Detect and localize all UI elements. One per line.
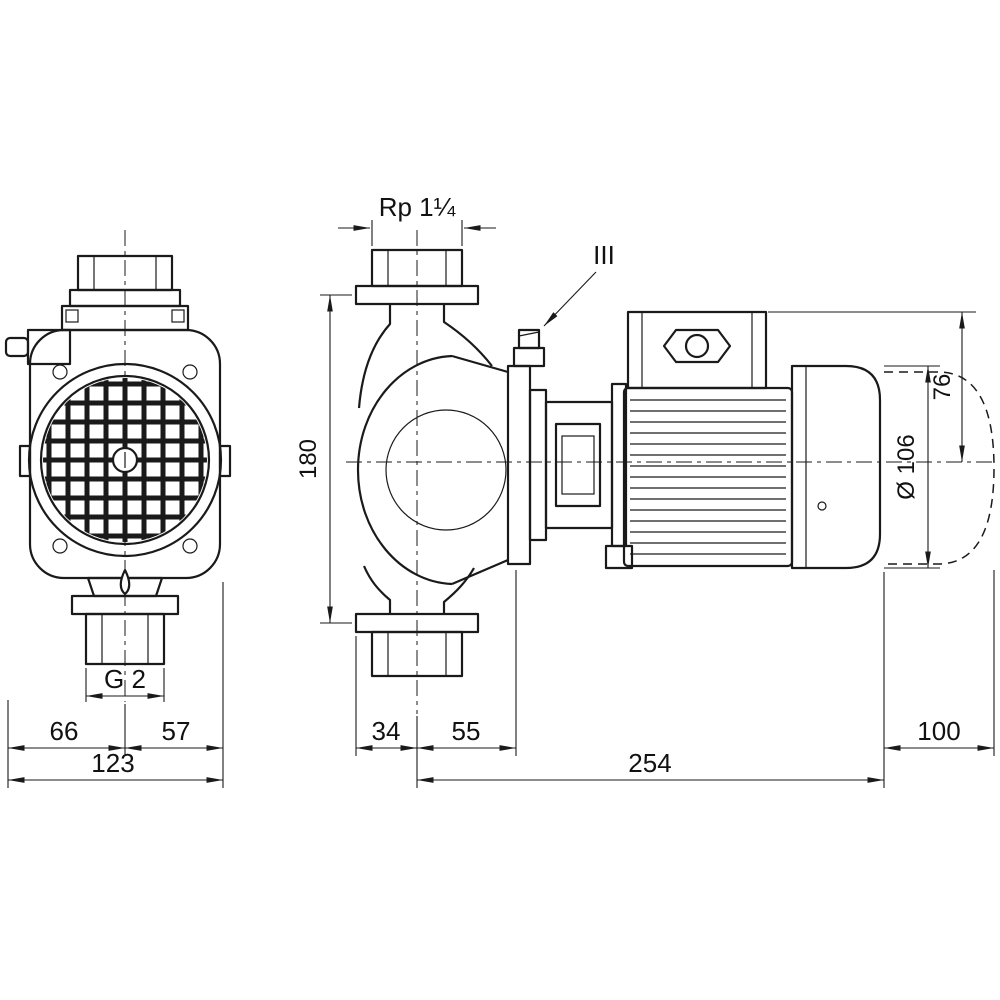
dim-label-66: 66 [50, 716, 79, 746]
dim-label-34: 34 [372, 716, 401, 746]
dim-label-100: 100 [917, 716, 960, 746]
dim-thread-bottom: G 2 [85, 664, 165, 702]
dim-thread-top: Rp 1¼ [338, 192, 496, 246]
terminal-box [626, 310, 768, 390]
dim-label-254: 254 [628, 748, 671, 778]
gland-hex [662, 328, 732, 364]
fan-cover [27, 362, 223, 558]
dim-label-106: Ø 106 [893, 434, 920, 499]
dim-label-76: 76 [929, 374, 956, 401]
dim-side-lengths: 34 55 100 254 [355, 570, 995, 788]
front-view: G 2 66 57 123 [4, 230, 232, 788]
vent-leader [543, 271, 597, 327]
side-view: III [295, 192, 996, 788]
motor-foot [604, 544, 634, 570]
vent-plug [512, 328, 546, 368]
dim-front-widths: 66 57 123 [7, 582, 224, 788]
dim-label-55: 55 [452, 716, 481, 746]
dim-motor-diameter: Ø 106 [884, 365, 940, 569]
motor-fins [630, 399, 786, 555]
dim-axis-to-top: 76 [768, 311, 976, 462]
side-top-port [354, 248, 480, 306]
dim-label-123: 123 [91, 748, 134, 778]
dim-port-height: 180 [295, 294, 352, 624]
motor-body [622, 386, 794, 568]
volute-housing [356, 304, 509, 614]
dim-label-g2: G 2 [104, 664, 146, 694]
side-bottom-port [354, 612, 480, 678]
dim-label-rp: Rp 1¼ [379, 192, 456, 222]
dim-label-180: 180 [295, 439, 322, 479]
cable-gland [4, 336, 30, 358]
vent-label: III [593, 240, 615, 270]
drain-hole [119, 568, 131, 596]
dim-label-57: 57 [162, 716, 191, 746]
motor-end-cap [790, 364, 882, 570]
lantern-section [506, 364, 634, 570]
front-bottom-port [70, 568, 180, 666]
